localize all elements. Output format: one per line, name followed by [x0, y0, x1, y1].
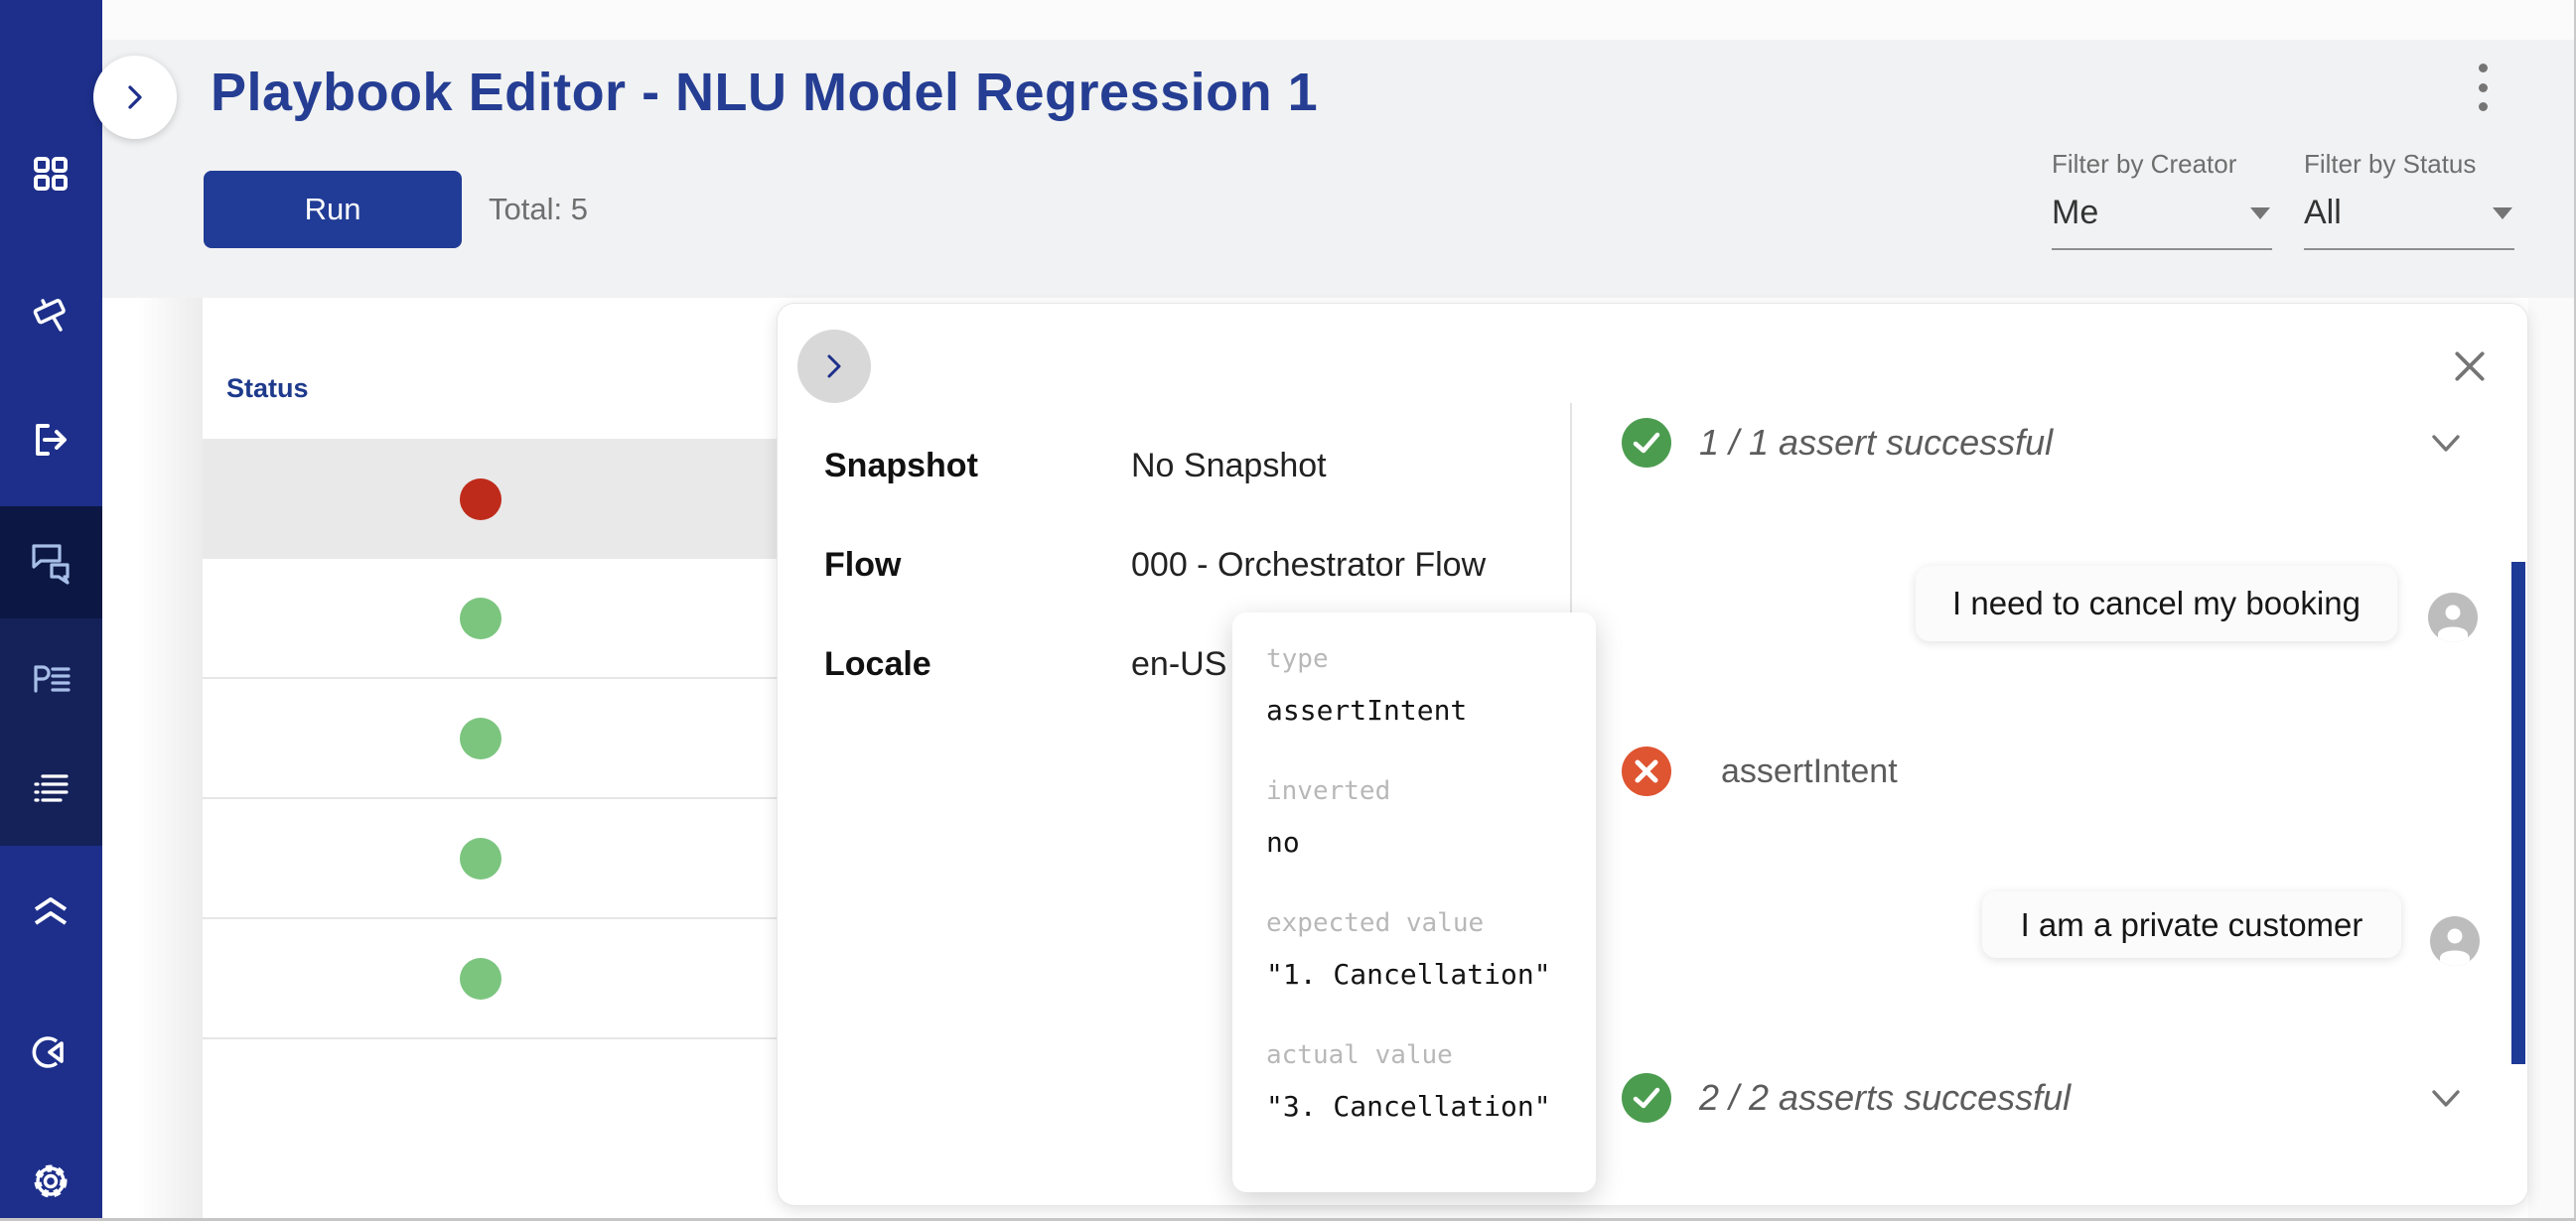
panel-collapse-button[interactable]	[797, 330, 871, 403]
tooltip-label: type	[1266, 644, 1329, 674]
field-label: Locale	[824, 644, 931, 683]
timer-icon[interactable]	[27, 1028, 74, 1076]
gear-icon[interactable]	[27, 1157, 74, 1205]
field-row: Locale en-US	[824, 641, 1486, 687]
filter-creator-label: Filter by Creator	[2052, 149, 2237, 179]
total-count-label: Total: 5	[489, 192, 588, 226]
status-dot	[460, 597, 501, 639]
filter-status-label: Filter by Status	[2304, 149, 2477, 179]
grid-icon[interactable]	[27, 150, 74, 198]
test-case-list	[203, 439, 781, 1039]
close-button[interactable]	[2448, 344, 2492, 388]
tooltip-value: assertIntent	[1266, 694, 1468, 727]
tooltip-value: no	[1266, 826, 1300, 859]
assert-summary-row: 1 / 1 assert successful	[1622, 418, 2053, 468]
expand-row-button[interactable]	[2426, 1086, 2466, 1112]
top-strip	[0, 0, 2576, 40]
tooltip-entry: actual value "3. Cancellation"	[1266, 1040, 1562, 1123]
flag-icon[interactable]	[27, 289, 74, 337]
table-row[interactable]	[203, 919, 781, 1039]
table-row[interactable]	[203, 439, 781, 559]
field-label: Flow	[824, 545, 902, 584]
page-right-edge	[2574, 0, 2576, 1221]
user-message-bubble: I need to cancel my booking	[1916, 566, 2397, 641]
status-dot	[460, 957, 501, 1000]
sidebar-section-highlight	[0, 618, 102, 846]
tooltip-label: inverted	[1266, 776, 1391, 806]
field-value: en-US	[1131, 644, 1227, 683]
filter-status-select[interactable]: All	[2304, 194, 2514, 250]
status-dot	[460, 477, 501, 520]
assert-summary-text: 2 / 2 asserts successful	[1699, 1077, 2072, 1118]
field-row: Snapshot No Snapshot	[824, 443, 1486, 488]
tooltip-value: "1. Cancellation"	[1266, 958, 1551, 991]
header-band	[102, 40, 2576, 298]
page-bottom-edge	[0, 1218, 2576, 1221]
status-dot	[460, 837, 501, 880]
sidebar-expand-button[interactable]	[93, 56, 177, 139]
page-title: Playbook Editor - NLU Model Regression 1	[211, 63, 1319, 122]
content-left-shadow	[102, 298, 203, 1221]
assert-summary-row: 2 / 2 asserts successful	[1622, 1073, 2071, 1123]
right-margin	[2528, 298, 2574, 1221]
logout-icon[interactable]	[27, 416, 74, 464]
test-meta-fields: Snapshot No Snapshot Flow 000 - Orchestr…	[824, 443, 1486, 741]
close-icon	[2455, 351, 2485, 381]
chevron-right-icon	[128, 85, 142, 109]
expand-row-button[interactable]	[2426, 431, 2466, 457]
filter-by-creator: Filter by Creator Me	[2052, 149, 2272, 250]
filter-status-value: All	[2304, 194, 2342, 231]
status-column-header: Status	[226, 373, 309, 403]
more-options-button[interactable]	[2461, 58, 2504, 117]
user-message-bubble: I am a private customer	[1982, 891, 2401, 958]
table-row[interactable]	[203, 799, 781, 919]
filter-by-status: Filter by Status All	[2304, 149, 2514, 250]
user-message-text: I am a private customer	[2020, 905, 2363, 943]
chevron-down-icon	[2432, 1090, 2460, 1107]
chevron-down-icon	[2493, 207, 2512, 219]
table-row[interactable]	[203, 559, 781, 679]
success-check-icon	[1622, 1073, 1671, 1123]
field-label: Snapshot	[824, 446, 978, 484]
table-row[interactable]	[203, 679, 781, 799]
transcript-scrollbar[interactable]	[2511, 562, 2525, 1064]
user-message-text: I need to cancel my booking	[1952, 585, 2361, 621]
filter-creator-value: Me	[2052, 194, 2099, 231]
user-avatar	[2430, 916, 2480, 966]
assert-summary-text: 1 / 1 assert successful	[1699, 422, 2054, 463]
field-row: Flow 000 - Orchestrator Flow	[824, 542, 1486, 588]
tooltip-label: actual value	[1266, 1040, 1453, 1070]
sidebar	[0, 0, 102, 1221]
user-avatar	[2428, 593, 2478, 642]
layers-icon[interactable]	[27, 889, 74, 937]
tooltip-entry: type assertIntent	[1266, 644, 1562, 727]
failed-assert-label: assertIntent	[1721, 751, 1898, 790]
chevron-down-icon	[2432, 435, 2460, 452]
test-result-panel: Snapshot No Snapshot Flow 000 - Orchestr…	[777, 303, 2528, 1206]
run-button[interactable]: Run	[204, 171, 462, 248]
list-icon[interactable]	[27, 764, 74, 812]
chat-icon[interactable]	[27, 537, 74, 585]
assert-detail-tooltip: type assertIntent inverted no expected v…	[1232, 612, 1596, 1192]
playbook-icon[interactable]	[27, 655, 74, 703]
tooltip-entry: inverted no	[1266, 776, 1562, 859]
field-value: No Snapshot	[1131, 446, 1327, 484]
failed-assert-row[interactable]: assertIntent	[1622, 746, 1898, 796]
fail-x-icon	[1622, 746, 1671, 796]
chevron-down-icon	[2250, 207, 2270, 219]
tooltip-value: "3. Cancellation"	[1266, 1090, 1551, 1123]
tooltip-label: expected value	[1266, 908, 1485, 938]
success-check-icon	[1622, 418, 1671, 468]
status-dot	[460, 717, 501, 759]
chevron-right-icon	[827, 354, 841, 378]
field-value: 000 - Orchestrator Flow	[1131, 545, 1487, 584]
tooltip-entry: expected value "1. Cancellation"	[1266, 908, 1562, 991]
filter-creator-select[interactable]: Me	[2052, 194, 2272, 250]
